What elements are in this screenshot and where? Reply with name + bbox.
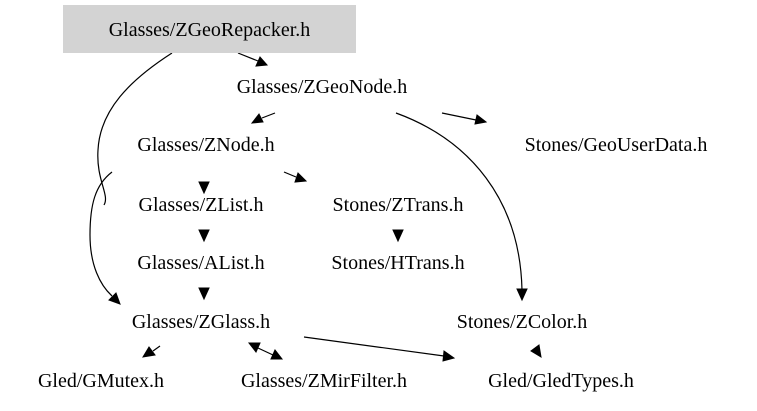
- node-zgeorepacker[interactable]: Glasses/ZGeoRepacker.h: [63, 5, 356, 53]
- node-label: Stones/GeoUserData.h: [525, 134, 708, 156]
- edge-alist-zglass: [198, 287, 210, 301]
- node-gmutex[interactable]: Gled/GMutex.h: [38, 370, 164, 392]
- node-label: Glasses/ZMirFilter.h: [241, 370, 407, 392]
- node-geouserdata[interactable]: Stones/GeoUserData.h: [525, 134, 708, 156]
- node-label: Gled/GledTypes.h: [488, 370, 634, 392]
- edge-znode-zlist: [198, 181, 210, 195]
- edge-zgeorepacker-zglass: [89, 52, 173, 305]
- edge-zglass-gledtypes: [303, 336, 456, 362]
- node-znode[interactable]: Glasses/ZNode.h: [137, 134, 274, 156]
- edge-znode-ztrans: [283, 171, 308, 183]
- node-label: Glasses/ZList.h: [139, 194, 264, 216]
- node-label: Stones/ZTrans.h: [333, 194, 464, 216]
- nodes: Glasses/ZGeoRepacker.h Glasses/ZGeoNode.…: [38, 5, 707, 392]
- node-zmirfilter[interactable]: Glasses/ZMirFilter.h: [241, 370, 407, 392]
- edge-zglass-zmirfilter: [247, 342, 284, 360]
- node-zgeonode[interactable]: Glasses/ZGeoNode.h: [237, 76, 408, 98]
- edges: [89, 52, 542, 362]
- node-highlight-box: [63, 5, 356, 53]
- edge-ztrans-htrans: [392, 229, 404, 243]
- edge-zcolor-gledtypes: [530, 344, 542, 358]
- edge-zgeorepacker-zgeonode: [237, 52, 269, 67]
- node-label: Stones/HTrans.h: [331, 252, 464, 274]
- node-label: Gled/GMutex.h: [38, 370, 164, 392]
- node-label: Glasses/ZNode.h: [137, 134, 274, 156]
- node-label: Glasses/ZGeoNode.h: [237, 76, 408, 98]
- node-alist[interactable]: Glasses/AList.h: [137, 252, 264, 274]
- node-label: Glasses/AList.h: [137, 252, 264, 274]
- edge-zgeonode-znode: [250, 112, 276, 124]
- node-label: Glasses/ZGlass.h: [132, 311, 270, 333]
- edge-zglass-gmutex: [142, 345, 161, 358]
- edge-zgeonode-zcolor: [395, 112, 528, 302]
- node-zlist[interactable]: Glasses/ZList.h: [139, 194, 264, 216]
- node-zglass[interactable]: Glasses/ZGlass.h: [132, 311, 270, 333]
- node-zcolor[interactable]: Stones/ZColor.h: [457, 311, 588, 333]
- node-label: Glasses/ZGeoRepacker.h: [109, 19, 311, 41]
- node-gledtypes[interactable]: Gled/GledTypes.h: [488, 370, 634, 392]
- node-label: Stones/ZColor.h: [457, 311, 588, 333]
- edge-zgeonode-geouserdata: [441, 112, 488, 125]
- node-ztrans[interactable]: Stones/ZTrans.h: [333, 194, 464, 216]
- edge-zlist-alist: [198, 229, 210, 243]
- node-htrans[interactable]: Stones/HTrans.h: [331, 252, 464, 274]
